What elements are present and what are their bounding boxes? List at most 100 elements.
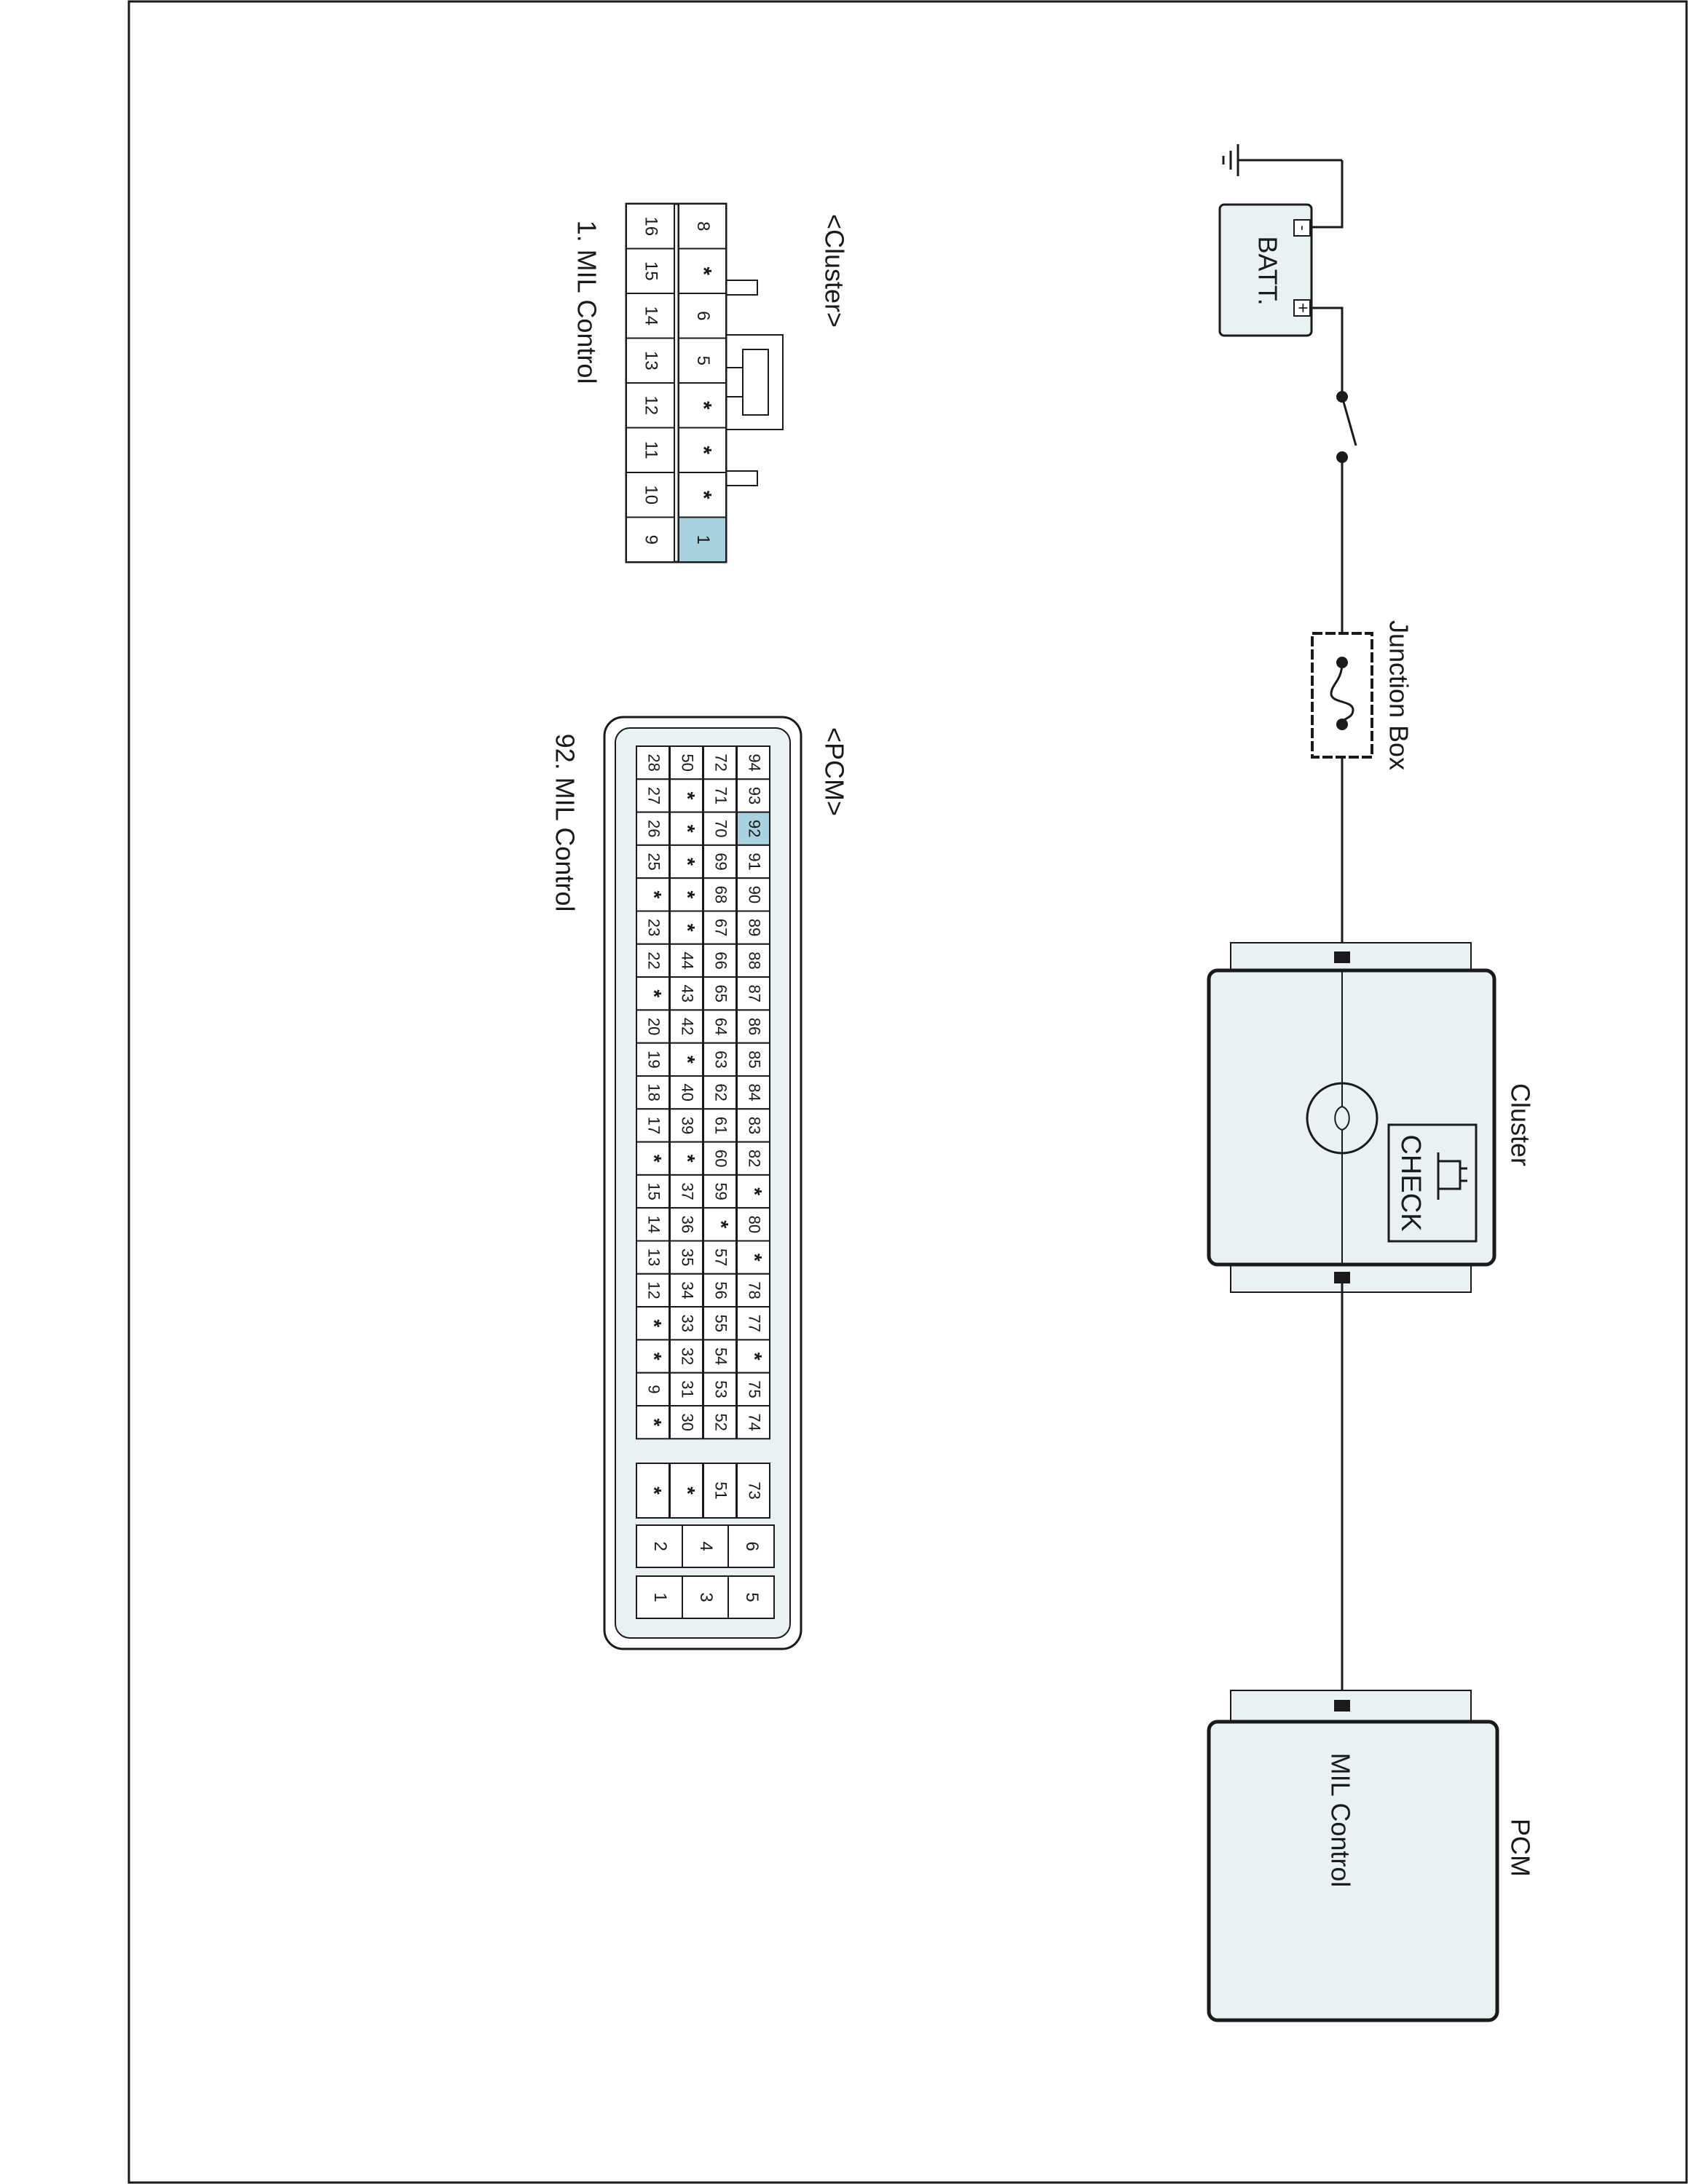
schematic: - + BATT. Junction Box bbox=[1207, 144, 1535, 2022]
pin-label: * bbox=[710, 1220, 733, 1228]
pin-cell bbox=[736, 811, 770, 846]
cluster-module: CHECK Cluster bbox=[1207, 942, 1535, 1293]
pin-label: 86 bbox=[746, 1018, 764, 1035]
pin-cell bbox=[736, 1075, 770, 1110]
pin-cell bbox=[703, 910, 737, 945]
cluster-latch-right bbox=[724, 470, 758, 486]
pin-label: 27 bbox=[645, 787, 663, 804]
pin-label: 36 bbox=[679, 1216, 697, 1233]
battery: - + BATT. bbox=[1218, 203, 1313, 337]
pin-label: 64 bbox=[712, 1018, 730, 1035]
pin-label: 91 bbox=[746, 852, 764, 870]
pin-label: * bbox=[677, 1155, 699, 1163]
pin-cell bbox=[703, 1463, 737, 1519]
pin-cell bbox=[736, 976, 770, 1011]
pin-label: 78 bbox=[746, 1281, 764, 1299]
pin-cell bbox=[703, 1009, 737, 1044]
pin-cell bbox=[678, 516, 727, 563]
pin-cell bbox=[678, 472, 727, 518]
pin-label: 50 bbox=[679, 753, 697, 771]
pin-label: 6 bbox=[742, 1541, 762, 1551]
pin-cell bbox=[736, 1174, 770, 1209]
pin-label: 23 bbox=[645, 919, 663, 936]
battery-plus-symbol: + bbox=[1293, 303, 1313, 313]
pin-label: 2 bbox=[650, 1541, 670, 1551]
pin-label: 11 bbox=[642, 441, 661, 459]
pin-label: 13 bbox=[642, 351, 661, 371]
pin-cell bbox=[669, 877, 703, 912]
pin-cell bbox=[636, 1141, 670, 1176]
pin-label: 62 bbox=[712, 1083, 730, 1101]
pin-label: 61 bbox=[712, 1117, 730, 1134]
pin-label: 90 bbox=[746, 886, 764, 903]
pin-label: 80 bbox=[746, 1216, 764, 1233]
pin-label: 33 bbox=[679, 1315, 697, 1332]
pcm-connector bbox=[1230, 1690, 1472, 1724]
pin-label: * bbox=[677, 1056, 699, 1064]
pin-label: 59 bbox=[712, 1182, 730, 1200]
battery-body bbox=[1218, 203, 1313, 337]
pin-cell bbox=[669, 943, 703, 978]
pin-label: 28 bbox=[645, 753, 663, 771]
cluster-connector-top bbox=[1230, 942, 1472, 973]
pin-label: 25 bbox=[645, 852, 663, 870]
pcm-module: MIL Control PCM bbox=[1207, 1690, 1535, 2022]
pin-label: 94 bbox=[746, 753, 764, 771]
pin-label: 84 bbox=[746, 1083, 764, 1101]
pin-cell bbox=[636, 943, 670, 978]
pin-cell bbox=[669, 745, 703, 780]
pin-label: * bbox=[677, 825, 699, 833]
pin-cell bbox=[626, 472, 675, 518]
pin-label: 57 bbox=[712, 1249, 730, 1266]
pin-cell bbox=[636, 1273, 670, 1308]
pin-label: 34 bbox=[679, 1281, 697, 1299]
cluster-label: Cluster bbox=[1505, 1083, 1535, 1166]
pin-cell bbox=[669, 1405, 703, 1440]
pin-label: 72 bbox=[712, 753, 730, 771]
fuse-icon bbox=[1330, 662, 1354, 725]
pin-label: * bbox=[677, 1487, 699, 1495]
pin-label: * bbox=[677, 924, 699, 932]
cluster-connector-title: <Cluster> bbox=[819, 214, 849, 328]
pin-cell bbox=[626, 203, 675, 250]
pin-label: 14 bbox=[642, 306, 661, 325]
battery-plus-wire bbox=[1311, 306, 1344, 395]
pin-label: 68 bbox=[712, 886, 730, 903]
lamp-filament bbox=[1334, 1083, 1343, 1153]
pin-cell bbox=[703, 778, 737, 813]
pin-cell bbox=[626, 427, 675, 473]
pin-label: 71 bbox=[712, 787, 730, 804]
pin-label: * bbox=[643, 1319, 666, 1327]
cluster-latch-left bbox=[724, 280, 758, 296]
cluster-latch-center-inner bbox=[742, 349, 769, 416]
pin-cell bbox=[703, 1141, 737, 1176]
pin-label: 32 bbox=[679, 1348, 697, 1365]
pin-cell bbox=[636, 1240, 670, 1275]
pin-label: * bbox=[744, 1353, 766, 1361]
check-lamp-text: CHECK bbox=[1395, 1134, 1426, 1231]
pin-label: 92 bbox=[746, 820, 764, 837]
cluster-pin-top bbox=[1334, 951, 1350, 963]
pin-label: 69 bbox=[712, 852, 730, 870]
battery-label: BATT. bbox=[1253, 236, 1282, 305]
pin-label: * bbox=[643, 1487, 666, 1495]
pin-cell bbox=[736, 1405, 770, 1440]
pin-label: 65 bbox=[712, 985, 730, 1002]
pin-cell bbox=[636, 1463, 670, 1519]
pin-cell bbox=[727, 1524, 775, 1568]
battery-minus-symbol: - bbox=[1294, 225, 1312, 230]
pin-label: 5 bbox=[742, 1592, 762, 1602]
pin-cell bbox=[636, 745, 670, 780]
pin-label: 13 bbox=[645, 1249, 663, 1266]
pin-label: * bbox=[643, 890, 666, 898]
pin-cell bbox=[636, 811, 670, 846]
pin-cell bbox=[669, 1273, 703, 1308]
pin-label: 10 bbox=[642, 485, 661, 505]
pin-cell bbox=[626, 337, 675, 384]
pin-label: * bbox=[643, 1353, 666, 1361]
pin-label: 39 bbox=[679, 1117, 697, 1134]
pin-label: 55 bbox=[712, 1315, 730, 1332]
pin-label: * bbox=[692, 266, 716, 275]
pin-cell bbox=[703, 1405, 737, 1440]
cluster-connector-caption: 1. MIL Control bbox=[572, 221, 602, 384]
